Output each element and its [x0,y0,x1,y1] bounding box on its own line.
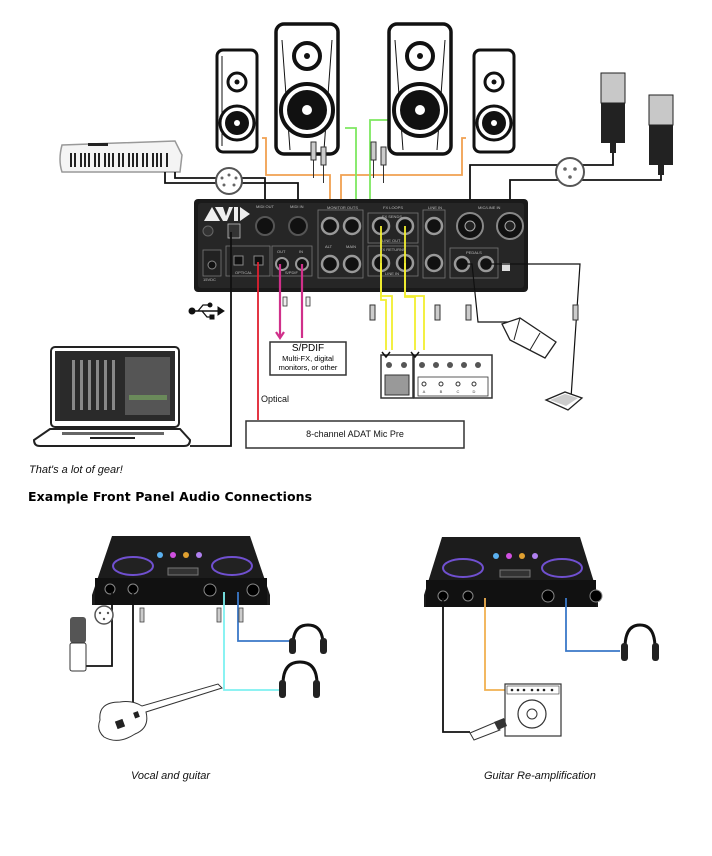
line-in-1 [424,216,444,236]
quarter-inch-plugs-top [310,141,387,183]
spdif-device-box [269,341,347,376]
interface-front-vocal-guitar [92,536,270,605]
rear-diagram-caption: That's a lot of gear! [29,464,123,476]
headphones-1 [289,623,327,654]
spdif-label-block: S/PDIF Multi-FX, digital monitors, or ot… [270,343,346,371]
pedal-cables [462,263,581,399]
midi-keyboard [59,140,183,173]
headphones-3 [621,623,659,661]
adat-label: 8-channel ADAT Mic Pre [306,429,404,439]
speaker-small-right [472,48,516,154]
monitor-out-main-1 [342,216,362,236]
xlr-connector-icon-front [94,605,114,625]
fx-unit-switch-labels: A B C D [423,389,476,394]
vocal-guitar-cables [82,592,290,702]
spdif-desc-2: monitors, or other [278,362,338,372]
usb-cable [190,232,232,447]
rear-connections-diagram: A B C D [32,22,674,449]
interface-front-reamp [424,537,603,607]
example-caption-reamp: Guitar Re-amplification [484,770,596,782]
spdif-cables [275,264,304,340]
optical-label: Optical [261,394,290,404]
midi-out-port [255,216,275,236]
switch-label-b: B [440,389,443,394]
condenser-mic-1 [600,72,626,153]
expression-pedal [501,317,557,359]
front-plugs-1 [139,607,244,623]
switch-label-a: A [423,389,426,394]
studio-mic [69,617,87,672]
xlr-connector-icon [555,157,585,187]
sustain-pedal [544,391,584,411]
multi-effects-unit [410,351,493,399]
guitar-amp [504,683,562,737]
midi-din-connector-icon [215,167,243,195]
electric-guitar [98,683,223,741]
mic-cables [469,153,662,200]
laptop [32,346,192,447]
usb-port [227,223,241,239]
example-caption-vocal-guitar: Vocal and guitar [131,770,211,782]
spdif-desc-1: Multi-FX, digital [282,354,334,363]
optical-out-port [233,255,244,266]
power-button-icon [202,225,214,237]
stompbox-effect [380,351,414,399]
spdif-title: S/PDIF [291,343,325,354]
avid-logo [204,207,250,221]
condenser-mic-2 [648,94,674,175]
midi-in-port [288,216,308,236]
quarter-inch-plugs-bottom [369,304,579,321]
interface-rear-panel [194,199,528,292]
speaker-large-right [387,22,453,156]
speaker-large-left [274,22,340,156]
switch-label-c: C [457,389,460,394]
section-heading: Example Front Panel Audio Connections [28,489,313,504]
spdif-out-port [275,257,289,271]
headphones-2 [279,660,320,698]
adat-device-box [245,420,465,449]
monitor-out-alt-2 [320,254,340,274]
dynamic-mic [469,718,507,741]
speaker-small-left [215,48,259,154]
reamp-cables [442,598,620,733]
switch-label-d: D [473,389,476,394]
line-in-2 [424,253,444,273]
rca-plugs [282,296,311,307]
fx-loop-cables [380,226,425,350]
usb-icon [188,302,225,320]
monitor-out-main-2 [342,254,362,274]
monitor-out-alt-1 [320,216,340,236]
